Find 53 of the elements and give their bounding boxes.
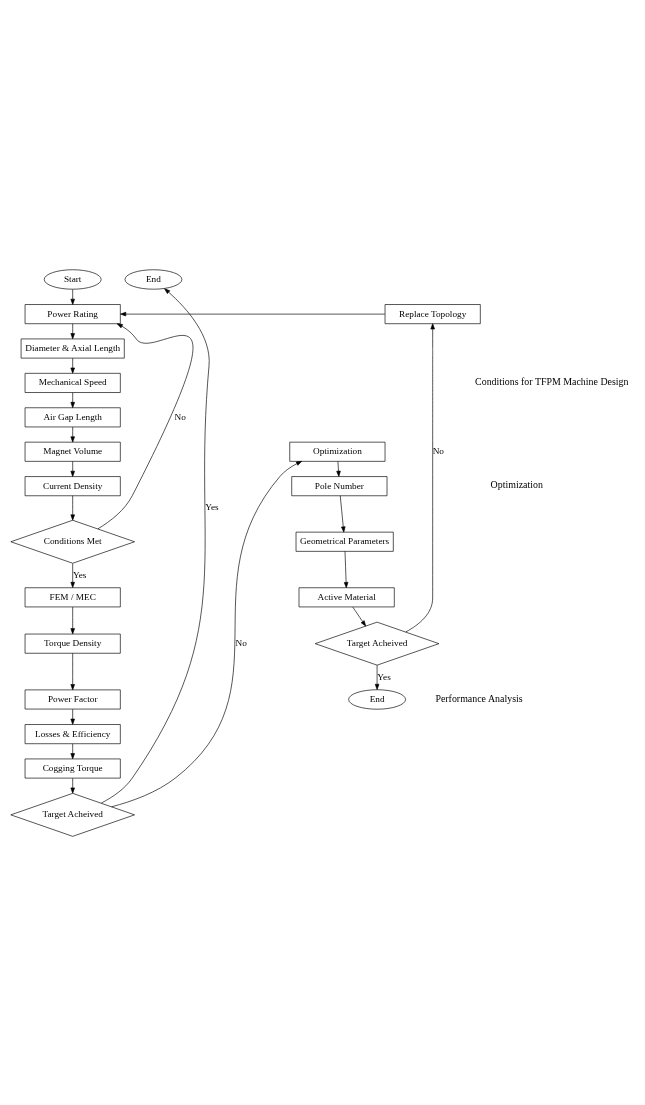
node-box: Pole Number xyxy=(291,475,388,496)
node-box: Active Material xyxy=(298,586,395,607)
arrow xyxy=(70,743,75,759)
node-box: Current Density xyxy=(24,475,121,496)
node-box: Geometrical Parameters xyxy=(295,531,394,552)
arrow xyxy=(70,357,75,374)
node-ellipse: End xyxy=(124,268,183,290)
node-diamond: Conditions Met xyxy=(10,519,135,564)
arrow xyxy=(111,460,303,807)
label: Conditions for TFPM Machine Design xyxy=(475,375,629,387)
arrow xyxy=(405,322,435,632)
node-box: Replace Topology xyxy=(384,303,481,324)
node-box: FEM / MEC xyxy=(24,586,121,607)
node-box: Optimization xyxy=(289,441,386,462)
arrow xyxy=(101,287,210,803)
arrow xyxy=(352,606,366,626)
arrow xyxy=(70,606,75,634)
arrow xyxy=(339,494,346,532)
arrow xyxy=(70,391,75,408)
arrow xyxy=(70,494,75,520)
arrow xyxy=(70,460,75,477)
edge-label: No xyxy=(174,411,186,422)
node-diamond: Target Acheived xyxy=(10,792,135,837)
edge-label: No xyxy=(235,637,247,648)
arrow xyxy=(70,777,75,794)
node-ellipse: End xyxy=(348,688,406,710)
node-ellipse: Start xyxy=(43,268,102,290)
node-box: Losses & Efficiency xyxy=(24,723,121,744)
arrow xyxy=(70,652,75,690)
node-box: Air Gap Length xyxy=(24,406,121,427)
arrow xyxy=(336,460,341,477)
node-box: Cogging Torque xyxy=(24,758,121,778)
node-box: Torque Density xyxy=(24,633,121,654)
label: Performance Analysis xyxy=(435,692,523,704)
arrow xyxy=(343,550,349,588)
edge-label: Yes xyxy=(72,569,87,580)
arrow xyxy=(374,664,380,690)
edge-label: No xyxy=(432,445,444,456)
node-box: Mechanical Speed xyxy=(24,372,121,393)
arrow xyxy=(70,323,75,339)
edge-label: Yes xyxy=(205,501,219,512)
node-box: Diameter & Axial Length xyxy=(20,338,125,358)
arrow xyxy=(70,708,75,725)
node-box: Power Factor xyxy=(24,689,121,709)
label: Optimization xyxy=(490,478,543,490)
arrow xyxy=(70,562,75,588)
node-box: Power Rating xyxy=(24,303,121,324)
arrow xyxy=(97,322,193,529)
arrow xyxy=(70,426,75,442)
arrow xyxy=(120,311,386,316)
node-box: Magnet Volume xyxy=(24,441,121,462)
arrow xyxy=(70,288,75,305)
edge-label: Yes xyxy=(377,671,391,682)
